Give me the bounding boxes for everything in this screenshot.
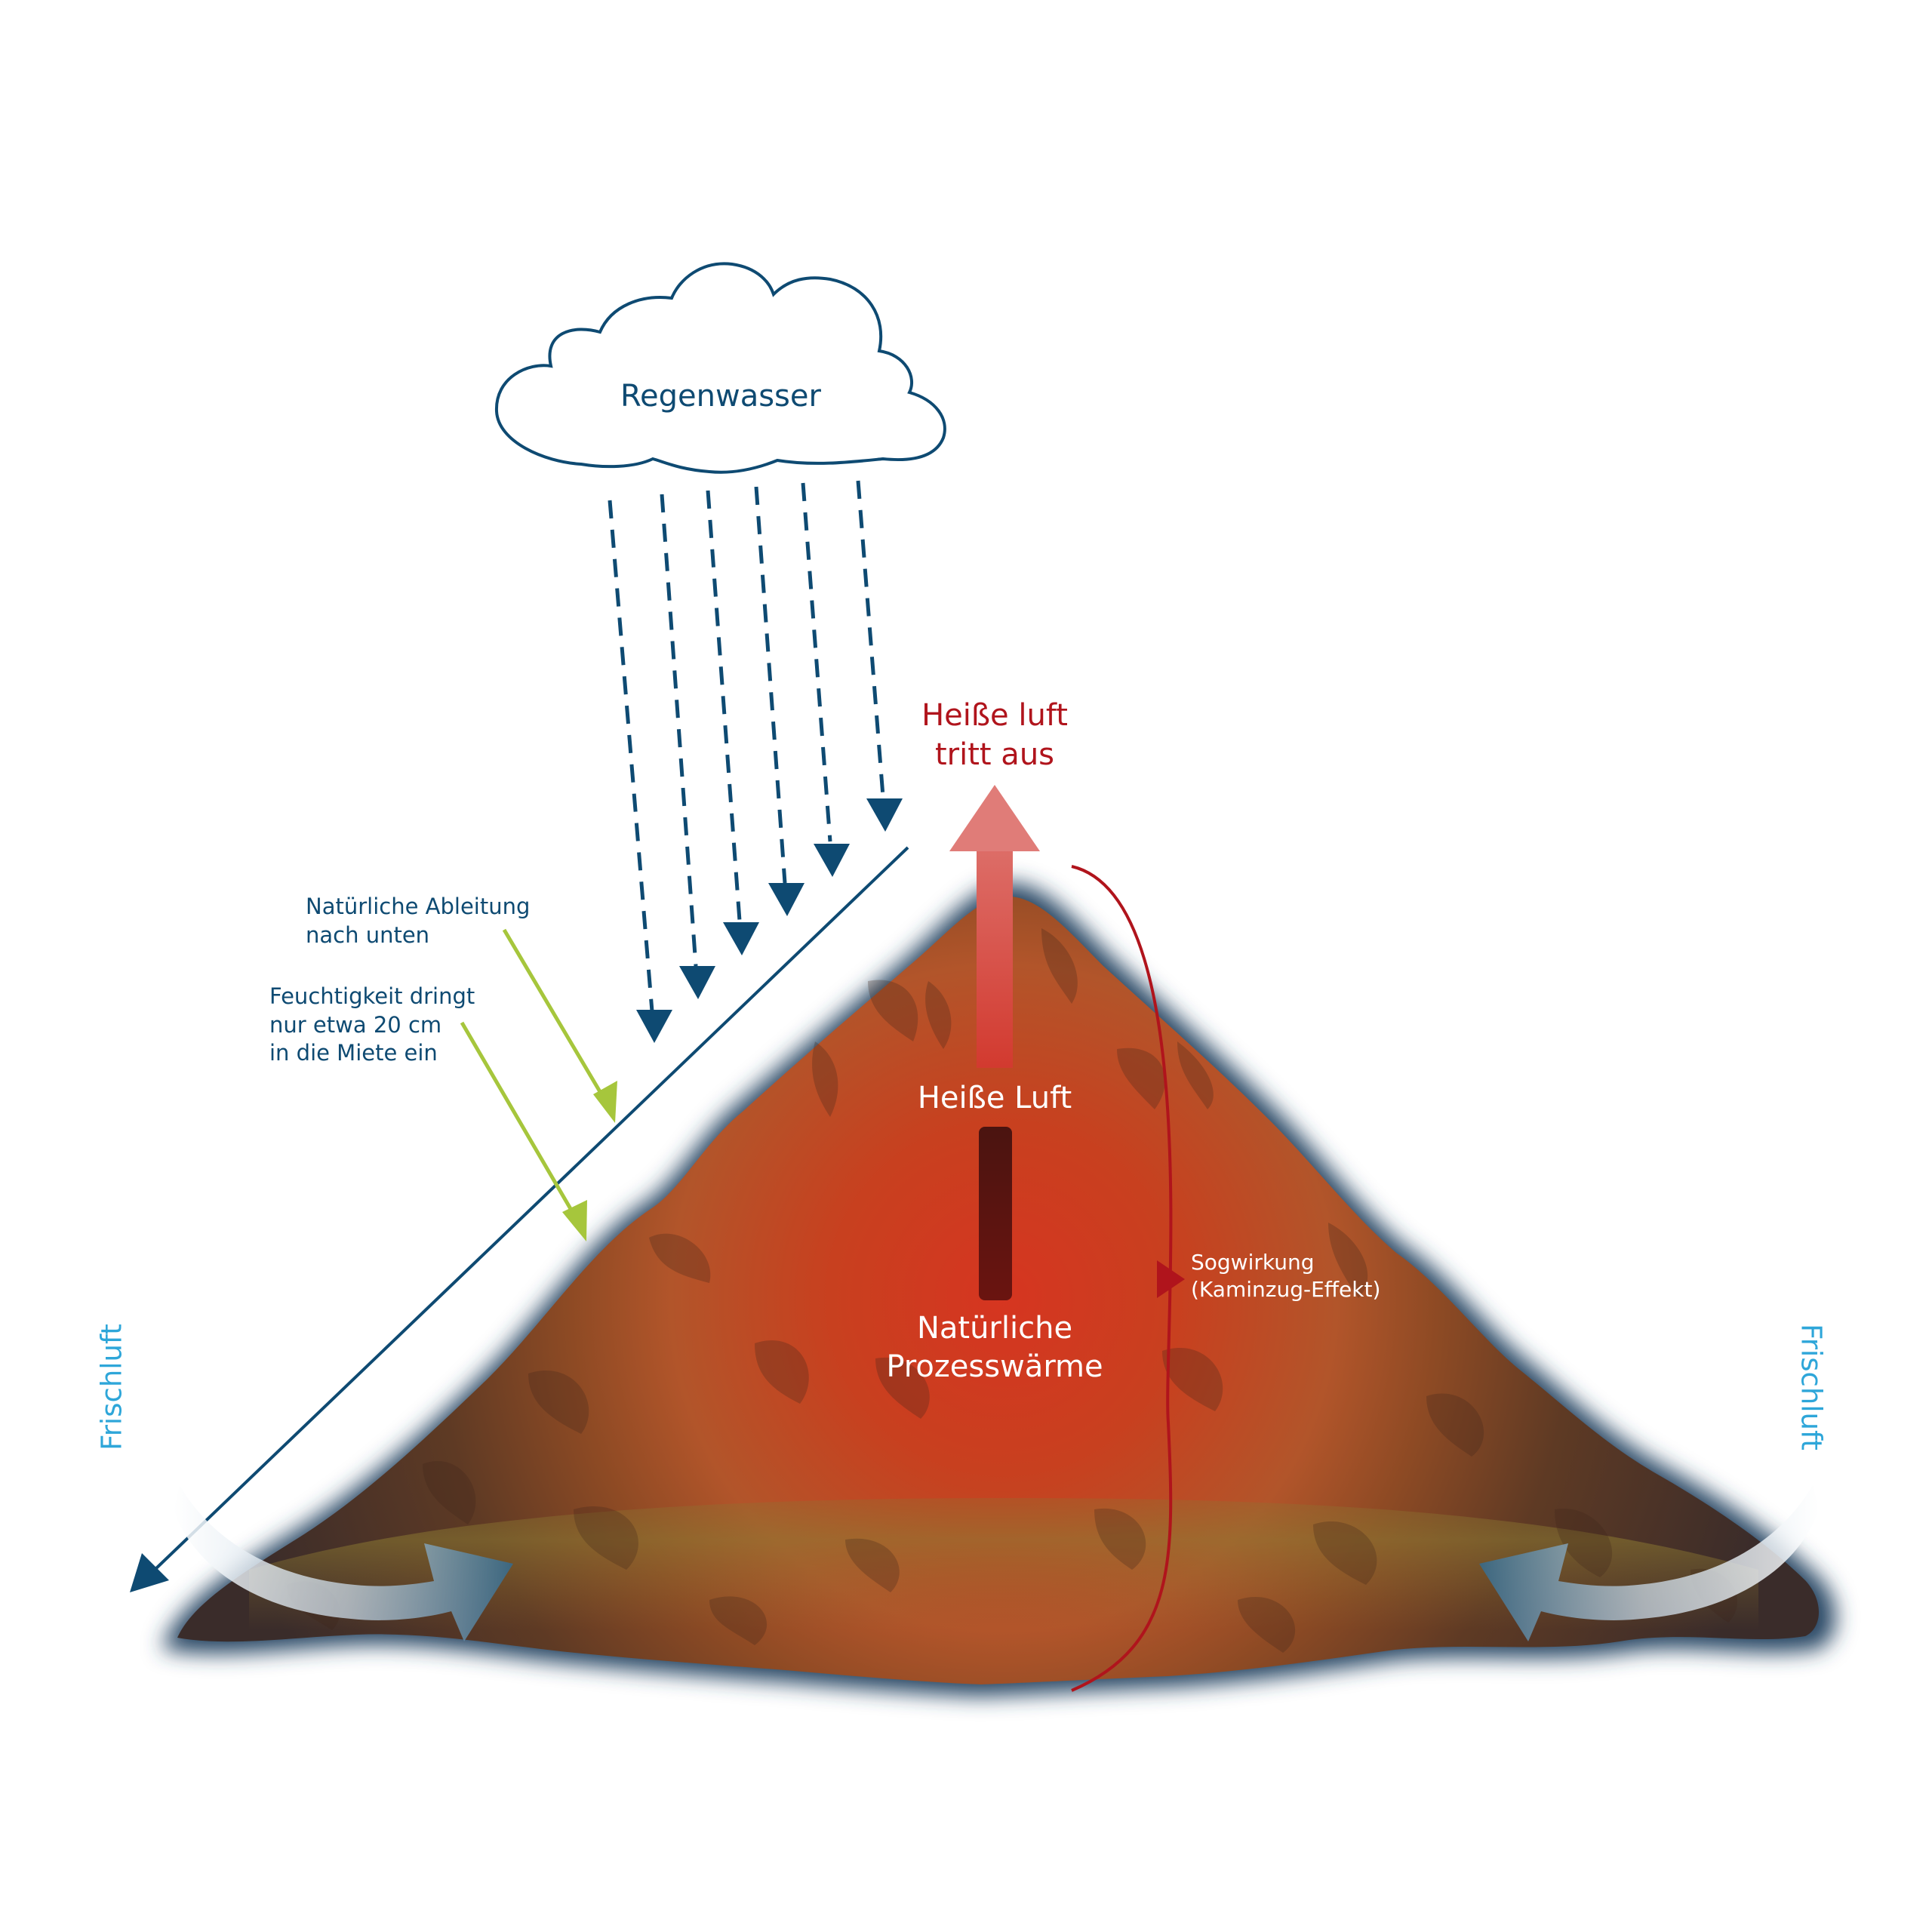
rain-cloud-shape — [494, 262, 946, 474]
fresh-air-arrow-right-body — [1479, 1485, 1819, 1641]
rain-arrow-heads — [636, 798, 903, 1043]
rain-arrowhead — [723, 922, 759, 955]
hot-air-exit-label: Heiße luft tritt aus — [921, 698, 1068, 772]
fresh-air-arrow-right — [1479, 1485, 1819, 1641]
rain-arrowhead — [768, 883, 804, 916]
pointer-arrowhead — [593, 1081, 617, 1123]
rain-arrow-line — [856, 480, 885, 797]
hot-air-arrowhead — [949, 785, 1040, 851]
natural-drain-label: Natürliche Ableitung nach unten — [306, 894, 531, 948]
pointer-arrowhead — [562, 1200, 587, 1241]
rain-arrows — [608, 480, 885, 1012]
pointer-arrow-moisture — [460, 1021, 587, 1241]
rain-arrow-line — [801, 482, 832, 842]
suction-arc-line — [1071, 865, 1173, 1692]
suction-arrowhead — [1157, 1260, 1185, 1298]
drain-arrow — [130, 846, 909, 1592]
fresh-air-right-label: Frischluft — [1795, 1324, 1828, 1451]
hot-air-arrow-shaft — [977, 849, 1013, 1068]
pile-warm-band — [249, 1498, 1758, 1630]
fresh-air-arrow-left-body — [174, 1485, 513, 1641]
rain-arrow-line — [660, 494, 698, 967]
pointer-line — [460, 1021, 577, 1218]
suction-arc — [1071, 865, 1185, 1692]
cloud-label: Regenwasser — [620, 379, 821, 414]
rain-arrowhead — [679, 966, 715, 999]
drain-arrowhead — [130, 1553, 169, 1592]
moisture-label: Feuchtigkeit dringt nur etwa 20 cm in di… — [269, 983, 475, 1066]
pointer-arrow-drain — [502, 928, 617, 1123]
hot-air-exit-arrow — [949, 785, 1040, 1068]
heat-core-bar — [979, 1127, 1012, 1300]
rain-arrow-line — [608, 500, 654, 1012]
hot-air-label: Heiße Luft — [917, 1081, 1072, 1115]
rain-arrowhead — [636, 1010, 672, 1043]
rain-arrow-line — [706, 490, 742, 921]
process-heat-label: Natürliche Prozesswärme — [886, 1311, 1103, 1385]
pile-texture — [287, 928, 1737, 1653]
drain-arrow-line — [153, 846, 909, 1571]
rain-arrowhead — [814, 844, 850, 877]
suction-label: Sogwirkung (Kaminzug-Effekt) — [1191, 1250, 1381, 1303]
rain-arrow-line — [754, 486, 787, 884]
fresh-air-arrow-left — [174, 1485, 513, 1641]
pointer-line — [502, 928, 606, 1100]
fresh-air-left-label: Frischluft — [95, 1324, 128, 1451]
rain-arrowhead — [866, 798, 903, 832]
